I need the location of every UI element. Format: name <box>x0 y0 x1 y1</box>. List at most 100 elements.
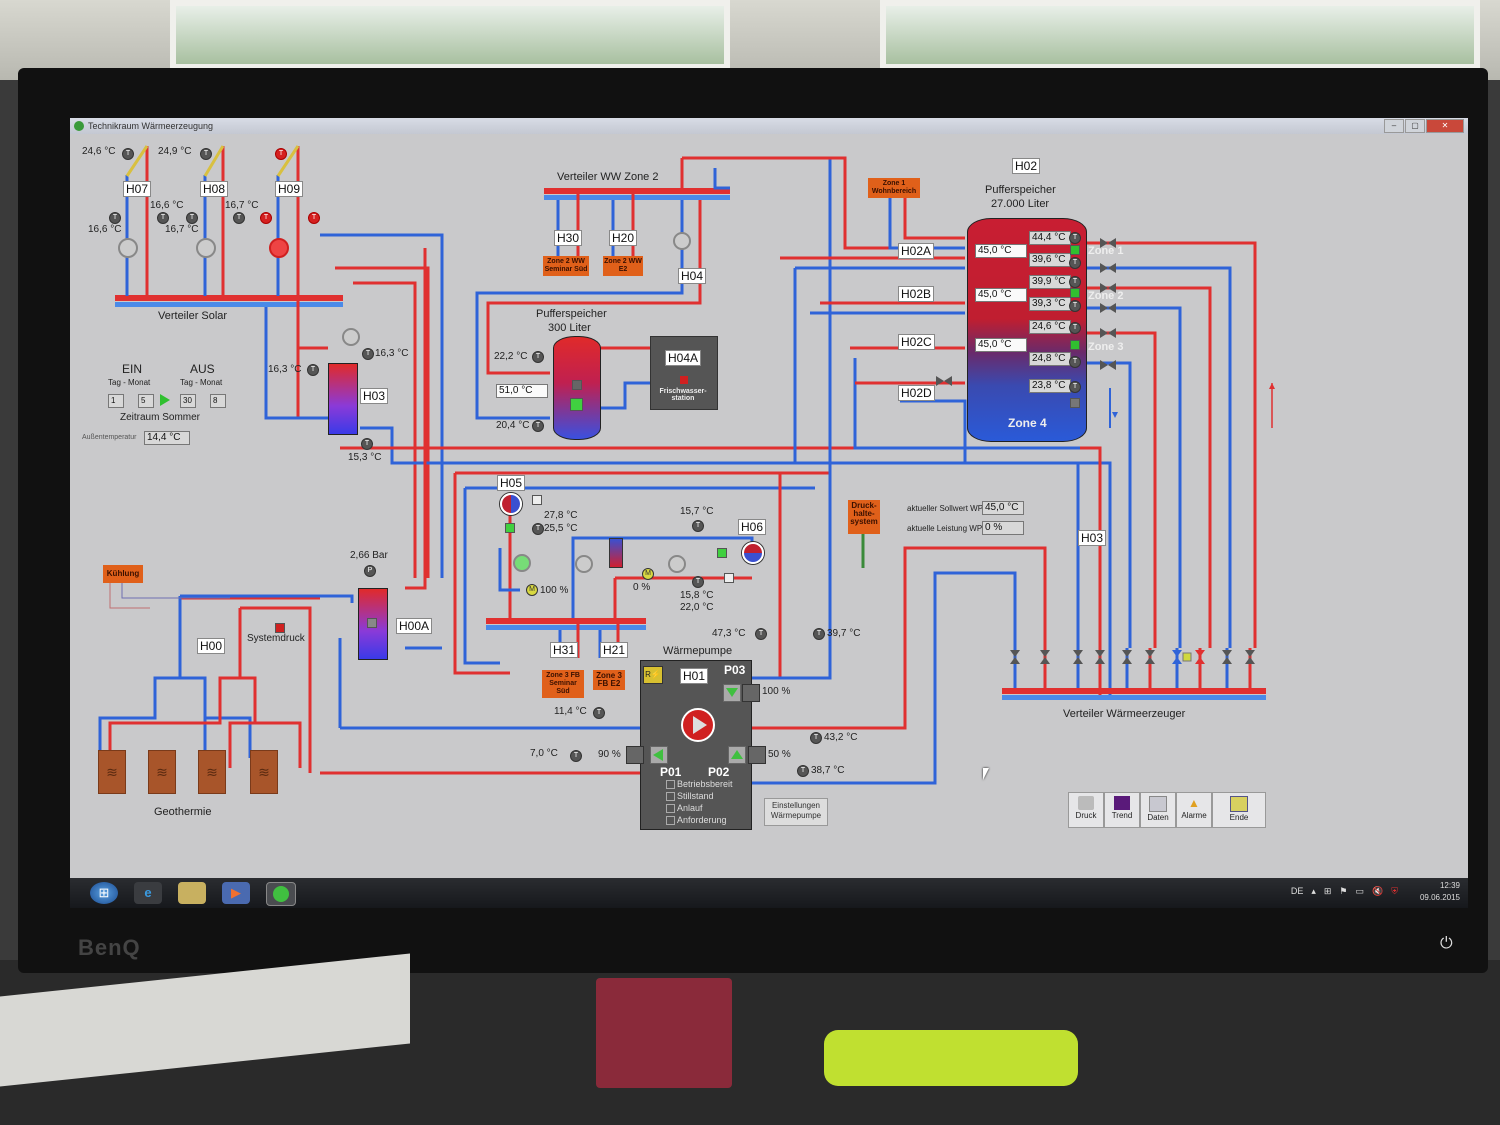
h21-tag[interactable]: H21 <box>600 642 629 658</box>
on-label: EIN <box>122 362 143 376</box>
action-center-flag-icon[interactable]: ⚑ <box>1339 886 1348 896</box>
small-buffer-volume: 300 Liter <box>548 322 591 334</box>
compressor-icon[interactable] <box>681 708 715 742</box>
network-icon[interactable]: ▭ <box>1355 886 1365 896</box>
heat-pump-settings-button[interactable]: Einstellungen Wärmepumpe <box>764 798 828 826</box>
wp-power-value: 0 % <box>982 521 1024 535</box>
pump-icon[interactable] <box>673 232 691 250</box>
small-buffer-setpoint-select[interactable]: 51,0 °C <box>496 384 548 398</box>
p02-pump-icon[interactable] <box>728 746 746 764</box>
maximize-button[interactable]: ▢ <box>1405 119 1425 133</box>
h02c-tag[interactable]: H02C <box>898 334 935 350</box>
temperature-sensor-icon: T <box>797 765 809 777</box>
h00-tag[interactable]: H00 <box>197 638 226 654</box>
h08-tag[interactable]: H08 <box>200 181 229 197</box>
zone-box-h20: Zone 2 WW E2 <box>603 256 643 276</box>
close-button[interactable]: ✕ <box>1426 119 1464 133</box>
h04-tag[interactable]: H04 <box>678 268 707 284</box>
pump-icon[interactable] <box>668 555 686 573</box>
temperature-sensor-icon: T <box>692 576 704 588</box>
temperature-sensor-icon: T <box>157 212 169 224</box>
h02a-tag[interactable]: H02A <box>898 243 935 259</box>
freshwater-station[interactable] <box>650 336 718 410</box>
trend-label: Trend <box>1111 811 1133 820</box>
h07-flow-temp: 16,6 °C <box>150 200 184 211</box>
h02b-tag[interactable]: H02B <box>898 286 935 302</box>
geothermal-probe-2: ≋ <box>148 750 176 794</box>
internet-explorer-icon[interactable]: e <box>134 882 162 904</box>
small-buffer-bottom-temp: 20,4 °C <box>496 420 530 431</box>
temperature-sensor-icon: T <box>1069 300 1081 312</box>
pump-running-icon[interactable] <box>269 238 289 258</box>
h04a-tag[interactable]: H04A <box>665 350 702 366</box>
hp-flow-temp: 47,3 °C <box>712 628 746 639</box>
zone3-setpoint-select[interactable]: 45,0 °C <box>975 338 1027 352</box>
h02d-tag[interactable]: H02D <box>898 385 935 401</box>
temperature-sensor-alarm-icon: T <box>308 212 320 224</box>
play-arrow-icon <box>160 394 170 406</box>
start-button[interactable]: ⊞ <box>90 882 118 904</box>
zone1-setpoint-select[interactable]: 45,0 °C <box>975 244 1027 258</box>
pump-running-icon[interactable] <box>513 554 531 572</box>
pump-icon[interactable] <box>575 555 593 573</box>
h30-tag[interactable]: H30 <box>554 230 583 246</box>
alarm-bell-icon: ▲ <box>1188 796 1200 810</box>
language-indicator[interactable]: DE <box>1290 886 1304 896</box>
desk-box <box>596 978 732 1088</box>
h06-tag[interactable]: H06 <box>738 519 767 535</box>
clock[interactable]: 12:39 09.06.2015 <box>1420 880 1460 904</box>
h03-circuit-tag[interactable]: H03 <box>1078 530 1107 546</box>
p03-pump-icon[interactable] <box>723 684 741 702</box>
exit-button[interactable]: Ende <box>1212 792 1266 828</box>
background-window <box>170 0 730 70</box>
p02-label: P02 <box>708 765 730 779</box>
on-day-input[interactable]: 1 <box>108 394 124 408</box>
h05-tag[interactable]: H05 <box>497 475 526 491</box>
data-button[interactable]: Daten <box>1140 792 1176 828</box>
power-icon[interactable]: ⏻ <box>1440 935 1453 952</box>
p03-speed: 100 % <box>762 686 791 697</box>
h31-tag[interactable]: H31 <box>550 642 579 658</box>
windows-taskbar: ⊞ e ▶ DE ▴ ⊞ ⚑ ▭ 🔇 ⛨ 12:39 09.06.2015 <box>70 878 1468 908</box>
indicator-square <box>367 618 377 628</box>
zone2-setpoint-select[interactable]: 45,0 °C <box>975 288 1027 302</box>
alarms-button[interactable]: ▲Alarme <box>1176 792 1212 828</box>
highlighter <box>824 1030 1078 1086</box>
h02-tag[interactable]: H02 <box>1012 158 1041 174</box>
volume-muted-icon[interactable]: 🔇 <box>1372 886 1384 896</box>
big-buffer-title: Pufferspeicher <box>985 184 1056 196</box>
geothermal-probe-4: ≋ <box>250 750 278 794</box>
window-titlebar: Technikraum Wärmeerzeugung – ▢ ✕ <box>70 118 1468 134</box>
windows-update-icon[interactable]: ⊞ <box>1323 886 1332 896</box>
media-player-icon[interactable]: ▶ <box>222 882 250 904</box>
h09-tag[interactable]: H09 <box>275 181 304 197</box>
off-day-input[interactable]: 30 <box>180 394 196 408</box>
scada-app-icon[interactable] <box>266 882 296 906</box>
pump-icon[interactable] <box>118 238 138 258</box>
scada-screen: Technikraum Wärmeerzeugung – ▢ ✕ <box>70 118 1468 908</box>
trend-button[interactable]: Trend <box>1104 792 1140 828</box>
antivirus-shield-icon[interactable]: ⛨ <box>1391 886 1398 896</box>
h03-tag[interactable]: H03 <box>360 388 389 404</box>
alarm-indicator <box>679 375 689 385</box>
temperature-sensor-icon: T <box>109 212 121 224</box>
window-title: Technikraum Wärmeerzeugung <box>88 121 214 131</box>
wp-setpoint-label: aktueller Sollwert WP <box>907 504 984 513</box>
h01-tag[interactable]: H01 <box>680 668 709 684</box>
p02-return-temp: 38,7 °C <box>811 765 845 776</box>
p01-pump-icon[interactable] <box>650 746 668 764</box>
pump-icon[interactable] <box>342 328 360 346</box>
file-explorer-icon[interactable] <box>178 882 206 904</box>
off-month-input[interactable]: 8 <box>210 394 226 408</box>
h07-tag[interactable]: H07 <box>123 181 152 197</box>
temperature-sensor-icon: T <box>362 348 374 360</box>
tray-expand-icon[interactable]: ▴ <box>1311 886 1316 896</box>
print-button[interactable]: Druck <box>1068 792 1104 828</box>
small-buffer-top-temp: 22,2 °C <box>494 351 528 362</box>
on-month-input[interactable]: 5 <box>138 394 154 408</box>
h20-tag[interactable]: H20 <box>609 230 638 246</box>
pump-icon[interactable] <box>196 238 216 258</box>
h00a-tag[interactable]: H00A <box>396 618 433 634</box>
minimize-button[interactable]: – <box>1384 119 1404 133</box>
temperature-sensor-icon: T <box>570 750 582 762</box>
